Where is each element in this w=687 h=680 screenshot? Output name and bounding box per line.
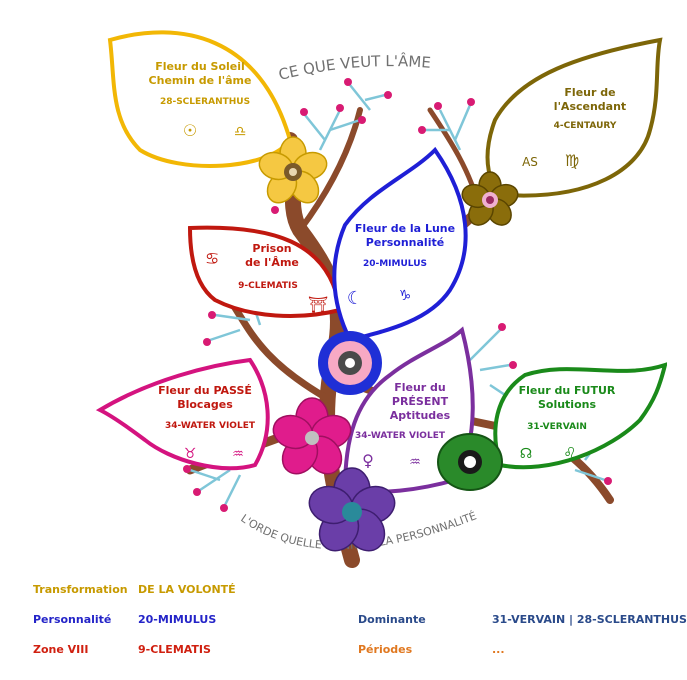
leaf-lune-title: Fleur de la Lune xyxy=(355,222,455,235)
moon-symbol-icon: ☾ xyxy=(347,288,363,309)
zone-label: Zone VIII xyxy=(33,643,89,656)
aquarius-symbol-icon: ♒ xyxy=(232,447,244,462)
leaf-futur-remedy: 31-VERVAIN xyxy=(527,422,587,432)
leo-symbol-icon: ♌ xyxy=(563,444,576,462)
leaf-lune-remedy: 20-MIMULUS xyxy=(363,259,427,269)
flower-purple xyxy=(308,467,396,552)
leaf-passe-title: Fleur du PASSÉ xyxy=(158,384,252,397)
info-row-personnalite: Personnalité 20-MIMULUS Dominante 31-VER… xyxy=(0,613,687,629)
periodes-value: ... xyxy=(492,643,505,656)
leaf-futur-title: Fleur du FUTUR xyxy=(519,384,616,397)
flower-olive xyxy=(461,171,519,226)
leaf-prison-remedy: 9-CLEMATIS xyxy=(238,281,298,291)
north-node-symbol-icon: ☊ xyxy=(520,446,532,462)
leaf-ascendant-subtitle: l'Ascendant xyxy=(554,100,626,113)
leaf-prison-title: Prison xyxy=(252,242,291,255)
ascendant-symbol-icon: AS xyxy=(522,155,538,169)
aquarius-symbol-icon-2: ♒ xyxy=(409,455,421,470)
leaf-present-subtitle: PRÉSENT xyxy=(392,395,449,408)
periodes-label: Périodes xyxy=(358,643,413,656)
leaf-passe: Fleur du PASSÉ Blocages 34-WATER VIOLET … xyxy=(95,357,270,471)
info-panel: Transformation DE LA VOLONTÉ Personnalit… xyxy=(0,583,687,680)
taurus-symbol-icon: ♉ xyxy=(184,446,197,462)
dominante-value: 31-VERVAIN | 28-SCLERANTHUS xyxy=(492,613,687,626)
leaf-lune: Fleur de la Lune Personnalité 20-MIMULUS… xyxy=(332,146,468,343)
info-row-zone: Zone VIII 9-CLEMATIS Périodes ... xyxy=(0,643,667,659)
personnalite-label: Personnalité xyxy=(33,613,112,626)
leaf-ascendant-title: Fleur de xyxy=(564,86,615,99)
leaf-passe-remedy: 34-WATER VIOLET xyxy=(165,421,256,431)
virgo-symbol-icon: ♍ xyxy=(565,151,579,170)
info-row-transformation: Transformation DE LA VOLONTÉ xyxy=(0,583,667,599)
leaf-passe-subtitle: Blocages xyxy=(177,398,233,411)
gate-symbol-icon: ⛩ xyxy=(308,295,328,314)
libra-symbol-icon: ♎ xyxy=(234,124,247,140)
leaf-ascendant: Fleur de l'Ascendant 4-CENTAURY AS ♍ xyxy=(485,37,663,198)
zone-value: 9-CLEMATIS xyxy=(138,643,211,656)
dominante-label: Dominante xyxy=(358,613,426,626)
leaf-prison-subtitle: de l'Âme xyxy=(245,256,299,269)
tree-diagram: CE QUE VEUT L'ÂME L'ORDE QUELLE DONNE A … xyxy=(95,30,667,568)
leaf-futur-subtitle: Solutions xyxy=(538,398,596,411)
leaf-ascendant-remedy: 4-CENTAURY xyxy=(554,121,617,131)
cancer-symbol-icon: ♋ xyxy=(205,249,219,268)
capricorn-symbol-icon: ♑ xyxy=(399,288,412,304)
flower-yellow xyxy=(258,136,328,204)
flower-blue xyxy=(318,331,382,395)
personnalite-value: 20-MIMULUS xyxy=(138,613,217,626)
leaf-present-title: Fleur du xyxy=(394,381,446,394)
leaf-present-remedy: 34-WATER VIOLET xyxy=(355,431,446,441)
flower-magenta xyxy=(272,397,352,475)
leaf-lune-subtitle: Personnalité xyxy=(366,236,444,249)
flower-green xyxy=(437,433,503,491)
venus-symbol-icon: ♀ xyxy=(362,451,374,470)
leaf-soleil-remedy: 28-SCLERANTHUS xyxy=(160,97,250,107)
leaf-present-subtitle-2: Aptitudes xyxy=(390,409,451,422)
sun-symbol-icon: ☉ xyxy=(183,121,197,140)
transformation-value: DE LA VOLONTÉ xyxy=(138,583,236,596)
leaf-soleil-subtitle: Chemin de l'âme xyxy=(149,74,252,87)
leaf-soleil-title: Fleur du Soleil xyxy=(155,60,245,73)
arc-title-top: CE QUE VEUT L'ÂME xyxy=(277,51,432,84)
leaf-soleil: Fleur du Soleil Chemin de l'âme 28-SCLER… xyxy=(107,30,293,169)
transformation-label: Transformation xyxy=(33,583,128,596)
leaf-prison: Prison de l'Âme 9-CLEMATIS ♋ ⛩ xyxy=(187,225,343,318)
leaf-futur: Fleur du FUTUR Solutions 31-VERVAIN ☊ ♌ xyxy=(493,362,667,470)
